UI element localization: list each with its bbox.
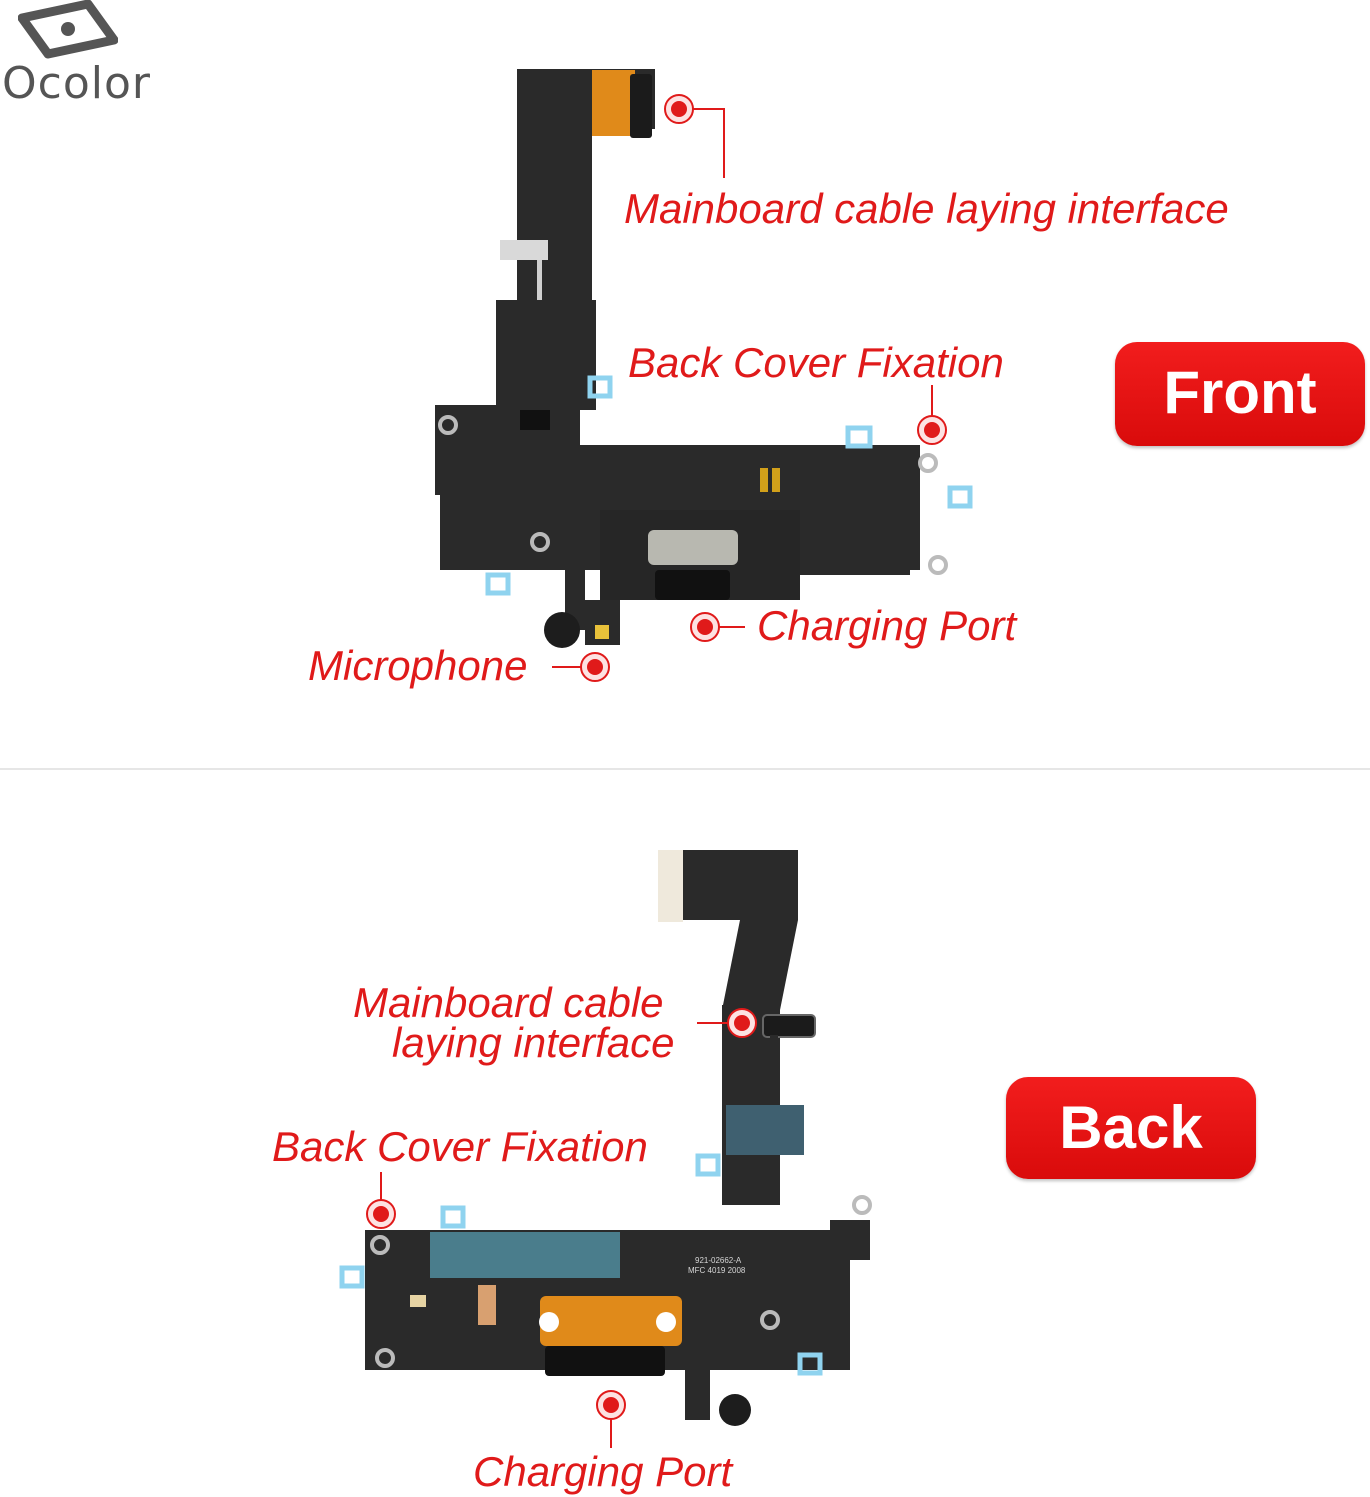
front-badge: Front — [1115, 342, 1365, 446]
section-divider — [0, 768, 1370, 770]
front-callout-charging-port: Charging Port — [757, 602, 1017, 649]
back-callout-charging-port: Charging Port — [473, 1448, 733, 1495]
back-callout-mainboard-line1: Mainboard cable — [353, 979, 664, 1026]
front-microphone — [544, 612, 580, 648]
board-print-line2: MFC 4019 2008 — [688, 1266, 746, 1275]
board-print-line1: 921-02662-A — [695, 1256, 742, 1265]
front-flex-cable — [435, 69, 973, 648]
front-callout-back-cover: Back Cover Fixation — [628, 339, 1004, 386]
front-callout-microphone: Microphone — [308, 642, 528, 689]
front-charging-port-body — [648, 530, 738, 565]
back-mainboard-connector — [762, 1014, 816, 1038]
front-callout-mainboard: Mainboard cable laying interface — [624, 185, 1229, 232]
back-shield-tape — [726, 1105, 804, 1155]
back-badge: Back — [1006, 1077, 1256, 1179]
ocolor-logo-icon — [18, 0, 118, 59]
back-callout-markers — [366, 1008, 757, 1448]
back-callout-mainboard-line2: laying interface — [392, 1019, 675, 1066]
brand-name: Ocolor — [2, 58, 151, 109]
back-callout-back-cover: Back Cover Fixation — [272, 1123, 648, 1170]
back-charging-port-plate — [540, 1296, 682, 1346]
back-flex-cable: 921-02662-A MFC 4019 2008 — [339, 850, 872, 1426]
front-callout-markers — [552, 94, 947, 682]
